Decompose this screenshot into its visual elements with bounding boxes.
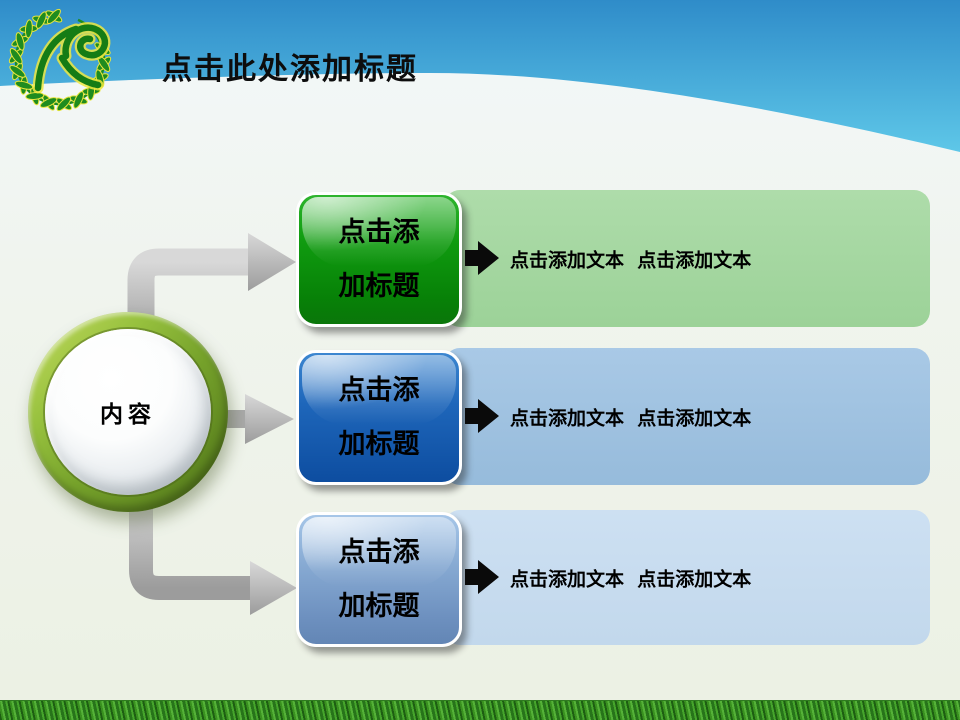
banner-3-text: 点击添加文本 点击添加文本	[510, 568, 752, 590]
text-banner-3[interactable]: 点击添加文本 点击添加文本	[444, 510, 930, 645]
topic-box-3-label: 点击添 加标题	[338, 536, 420, 622]
topic-box-3[interactable]: 点击添 加标题	[296, 512, 462, 647]
grass-strip	[0, 700, 960, 720]
wheat-wreath-logo-icon	[6, 6, 114, 114]
topic-box-1-label: 点击添 加标题	[338, 216, 420, 302]
text-banner-1[interactable]: 点击添加文本 点击添加文本	[444, 190, 930, 327]
connector-bottom-arrowhead	[250, 561, 297, 615]
slide-title[interactable]: 点击此处添加标题	[162, 53, 418, 86]
connector-bottom	[129, 495, 250, 600]
text-banner-2[interactable]: 点击添加文本 点击添加文本	[444, 348, 930, 485]
connector-top-arrowhead	[248, 233, 296, 291]
hub-sphere: 内容	[45, 329, 211, 495]
sky-background	[0, 0, 960, 152]
connector-middle-arrowhead	[245, 394, 294, 444]
topic-box-2-label: 点击添 加标题	[338, 374, 420, 460]
hub-label: 内容	[100, 401, 156, 428]
content-hub-circle[interactable]: 内容	[28, 312, 228, 512]
topic-box-2[interactable]: 点击添 加标题	[296, 350, 462, 485]
banner-1-text: 点击添加文本 点击添加文本	[510, 249, 752, 271]
topic-box-1[interactable]: 点击添 加标题	[296, 192, 462, 327]
banner-2-text: 点击添加文本 点击添加文本	[510, 407, 752, 429]
